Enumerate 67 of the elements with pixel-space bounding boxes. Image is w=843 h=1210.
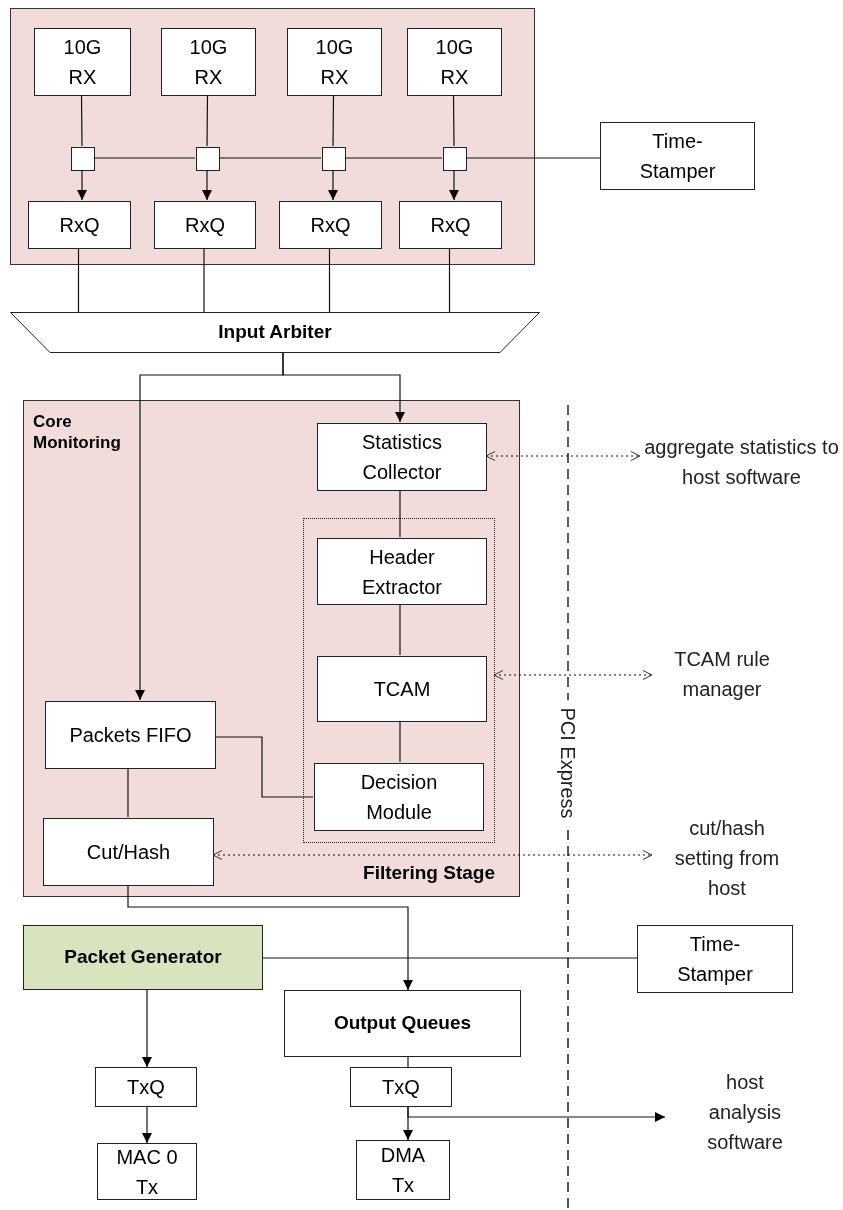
connector-line bbox=[344, 157, 443, 159]
process-box: RxQ bbox=[28, 201, 131, 249]
process-box: 10G RX bbox=[407, 28, 502, 96]
arrow bbox=[449, 169, 459, 201]
junction-square bbox=[322, 147, 346, 171]
annotation-text: aggregate statistics to host software bbox=[640, 412, 843, 512]
module-panel bbox=[23, 400, 520, 897]
process-box: DMA Tx bbox=[356, 1140, 450, 1200]
group-label: Filtering Stage bbox=[363, 861, 495, 885]
connector-line bbox=[399, 603, 401, 656]
process-box: Cut/Hash bbox=[43, 818, 214, 886]
connector-line bbox=[203, 247, 205, 313]
module-panel bbox=[10, 8, 535, 265]
annotation-text: cut/hash setting from host bbox=[652, 808, 802, 908]
process-box: Output Queues bbox=[284, 990, 521, 1057]
process-box: TCAM bbox=[317, 656, 487, 722]
connector-line bbox=[465, 157, 601, 159]
process-box: Header Extractor bbox=[317, 538, 487, 605]
process-box: TxQ bbox=[350, 1067, 452, 1107]
connector-line bbox=[399, 489, 401, 538]
connector-line bbox=[448, 247, 451, 313]
connector-line bbox=[214, 736, 314, 798]
connector-line bbox=[262, 957, 638, 959]
process-box: RxQ bbox=[154, 201, 256, 249]
connector-line bbox=[399, 720, 401, 763]
process-box: Time-Stamper bbox=[600, 122, 755, 190]
connector-line bbox=[218, 157, 322, 159]
junction-square bbox=[71, 147, 95, 171]
connector-line bbox=[206, 94, 209, 147]
double-arrow bbox=[212, 850, 653, 860]
arrow bbox=[135, 352, 284, 701]
double-arrow bbox=[485, 451, 641, 461]
annotation-text: TCAM rule manager bbox=[652, 638, 792, 710]
process-box: 10G RX bbox=[34, 28, 131, 96]
arrow bbox=[142, 1106, 152, 1144]
annotation-text: host analysis software bbox=[665, 1060, 825, 1164]
process-box: 10G RX bbox=[287, 28, 382, 96]
process-box: Time-Stamper bbox=[637, 925, 793, 993]
arrow bbox=[127, 884, 413, 991]
process-box: Statistics Collector bbox=[317, 423, 487, 491]
connector-line bbox=[127, 767, 129, 818]
connector-line bbox=[77, 247, 80, 313]
process-box: RxQ bbox=[279, 201, 382, 249]
process-box: Packet Generator bbox=[23, 925, 263, 990]
arrow bbox=[202, 169, 212, 201]
connector-line bbox=[80, 94, 83, 147]
arrow bbox=[328, 169, 338, 201]
arrow bbox=[142, 989, 152, 1068]
panel-title: Core Monitoring bbox=[33, 411, 122, 454]
process-box: MAC 0 Tx bbox=[97, 1143, 197, 1200]
junction-square bbox=[443, 147, 467, 171]
connector-line bbox=[332, 94, 335, 147]
process-box: Packets FIFO bbox=[45, 701, 216, 769]
junction-square bbox=[196, 147, 220, 171]
process-box: 10G RX bbox=[161, 28, 256, 96]
process-box: TxQ bbox=[95, 1067, 197, 1107]
double-arrow bbox=[493, 670, 653, 680]
connector-line bbox=[452, 94, 455, 147]
arrow bbox=[407, 1106, 666, 1122]
arrow bbox=[77, 169, 87, 201]
connector-line bbox=[407, 1056, 409, 1068]
process-box: RxQ bbox=[399, 201, 502, 249]
process-box: Decision Module bbox=[314, 763, 484, 831]
arbiter-trapezoid: Input Arbiter bbox=[10, 312, 540, 353]
connector-line bbox=[93, 157, 196, 159]
connector-line bbox=[328, 247, 331, 313]
bus-label: PCI Express bbox=[558, 706, 578, 821]
